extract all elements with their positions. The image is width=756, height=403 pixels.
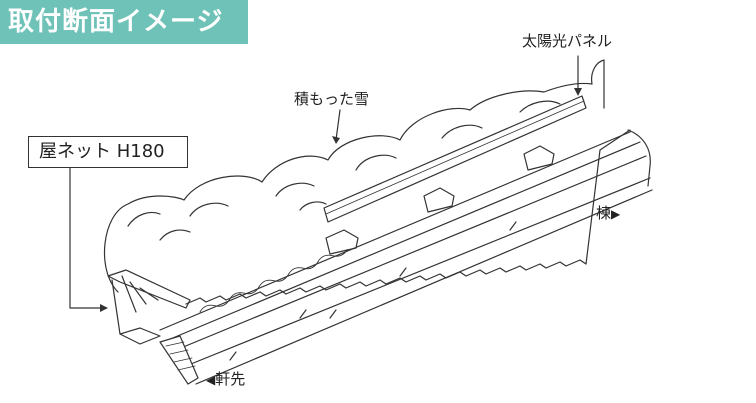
roof-sheathing-3: [175, 155, 647, 351]
solar-panel: [323, 95, 587, 223]
ridge-label-text: 棟: [596, 204, 612, 222]
snow-mass: [104, 59, 605, 293]
roof-net: [107, 269, 191, 309]
snow-label: 積もった雪: [294, 90, 370, 108]
net-leader-arrow: [100, 304, 108, 312]
ridge-end: [627, 129, 651, 187]
solar-panel-label: 太陽光パネル: [522, 32, 613, 50]
snow-leader-arrow: [332, 136, 340, 144]
net-label: 屋ネット H180: [28, 136, 188, 168]
ridge-arrow-icon: ▶: [611, 207, 621, 221]
panel-bracket-2: [423, 187, 455, 213]
eaves-arrow-icon: ◀: [206, 373, 216, 387]
net-leader-line: [69, 167, 107, 309]
solar-leader-arrow: [574, 88, 582, 96]
page-title: 取付断面イメージ: [0, 0, 248, 44]
eaves-label-text: 軒先: [215, 370, 246, 388]
roof-tiles-wave: [199, 249, 348, 313]
roof-sheathing-2: [167, 141, 641, 341]
roof-sheathing-5: [195, 189, 653, 385]
roof-sheathing-4: [185, 177, 651, 367]
roof-tiles-top: [185, 129, 631, 305]
net-base: [119, 327, 161, 345]
panel-bracket-3: [523, 145, 555, 171]
ridge-label: 棟▶: [596, 204, 620, 223]
roof-sheathing-1: [159, 131, 631, 331]
eaves-label: ◀軒先: [206, 370, 245, 389]
snow-leader-line: [335, 109, 341, 141]
panel-bracket-1: [325, 229, 359, 255]
